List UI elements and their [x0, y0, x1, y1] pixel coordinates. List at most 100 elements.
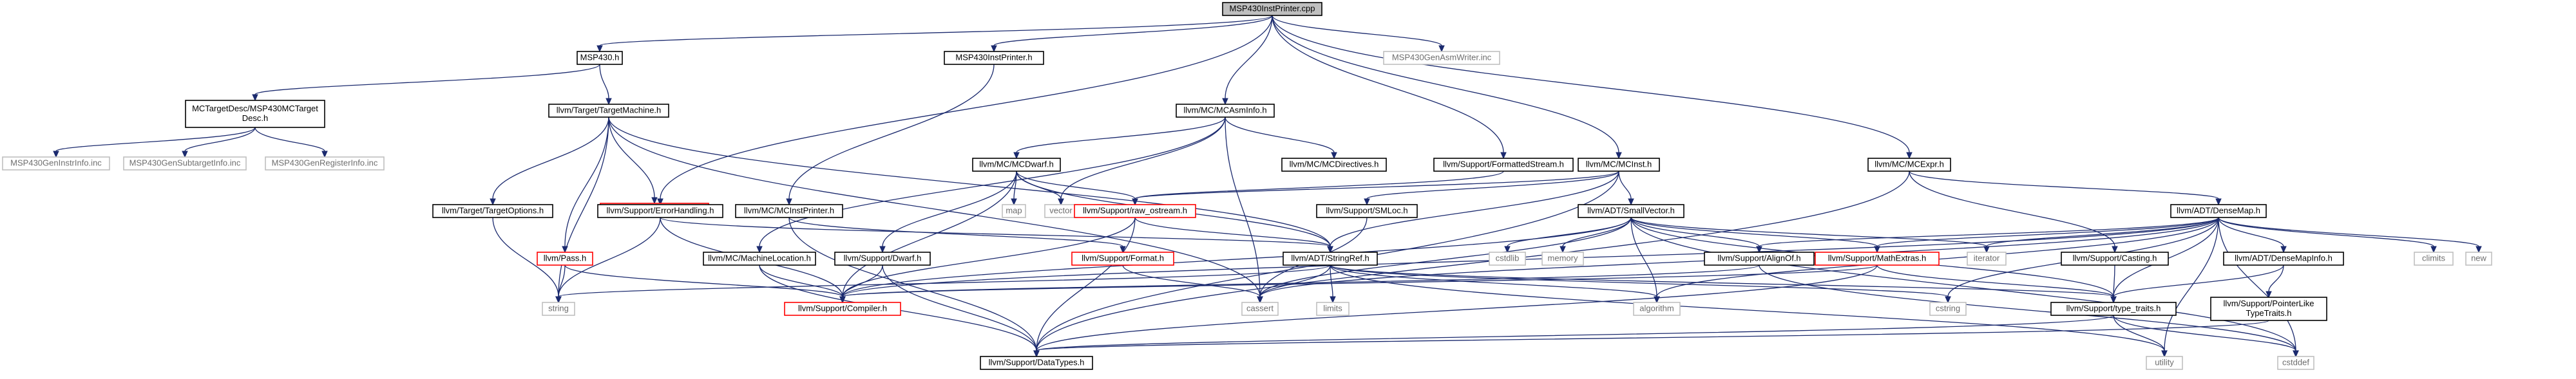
node-alignof[interactable]: llvm/Support/AlignOf.h [1704, 252, 1815, 266]
node-box [1176, 104, 1275, 118]
node-mathextras[interactable]: llvm/Support/MathExtras.h [1815, 252, 1940, 266]
edge-mcinstprinter-to-datatypes [788, 217, 1040, 358]
node-box [1489, 252, 1526, 266]
node-mcasminfo[interactable]: llvm/MC/MCAsmInfo.h [1176, 104, 1275, 118]
node-smallvector[interactable]: llvm/ADT/SmallVector.h [1578, 204, 1684, 218]
node-targetmachine[interactable]: llvm/Target/TargetMachine.h [548, 104, 669, 118]
edge-stringref-to-limits [1330, 264, 1336, 304]
edge-densemapinfo-to-pointerlike [2266, 264, 2284, 299]
node-casting[interactable]: llvm/Support/Casting.h [2061, 252, 2169, 266]
node-root[interactable]: MSP430InstPrinter.cpp [1222, 2, 1322, 16]
node-pass[interactable]: llvm/Pass.h [537, 252, 593, 266]
node-rawostream[interactable]: llvm/Support/raw_ostream.h [1074, 204, 1196, 218]
node-label: llvm/MC/MCExpr.h [1875, 159, 1944, 169]
node-errorhandling[interactable]: llvm/Support/ErrorHandling.h [597, 204, 723, 218]
node-label: llvm/Support/type_traits.h [2066, 303, 2161, 313]
node-box [1241, 302, 1279, 316]
node-box [548, 104, 669, 118]
edge-rawostream-to-stringref [1134, 217, 1333, 254]
node-datatypes[interactable]: llvm/Support/DataTypes.h [980, 356, 1093, 370]
node-label: llvm/Support/Casting.h [2073, 253, 2157, 263]
node-label: llvm/MC/MCDwarf.h [979, 159, 1054, 169]
node-box [2414, 252, 2454, 266]
edge-root-to-formattedstream [1272, 15, 1507, 160]
node-label: new [2471, 253, 2486, 263]
node-formattedstream[interactable]: llvm/Support/FormattedStream.h [1433, 158, 1574, 172]
node-box [834, 252, 931, 266]
node-label: llvm/MC/MachineLocation.h [708, 253, 811, 263]
node-limits: limits [1316, 302, 1350, 316]
node-registerinc: MSP430GenRegisterInfo.inc [265, 156, 385, 171]
node-box [1002, 204, 1026, 218]
edge-msp430h-to-targetmachine [599, 64, 612, 106]
node-smloc[interactable]: llvm/Support/SMLoc.h [1316, 204, 1418, 218]
node-cstddef: cstddef [2277, 356, 2314, 370]
node-mcdwarf[interactable]: llvm/MC/MCDwarf.h [972, 158, 1061, 172]
node-label: Desc.h [242, 113, 268, 123]
node-mcexpr[interactable]: llvm/MC/MCExpr.h [1867, 158, 1951, 172]
node-dwarf[interactable]: llvm/Support/Dwarf.h [834, 252, 931, 266]
node-mcinst[interactable]: llvm/MC/MCInst.h [1578, 158, 1660, 172]
edge-mcinst-to-smloc [1364, 171, 1619, 206]
node-box [2, 156, 110, 171]
edge-root-to-mcinst [1272, 15, 1622, 160]
node-label: llvm/Support/DataTypes.h [989, 357, 1085, 367]
node-label: llvm/Support/Dwarf.h [844, 253, 922, 263]
node-label: MSP430InstPrinter.h [955, 52, 1032, 62]
node-box [784, 302, 901, 316]
node-box [1967, 252, 2007, 266]
node-label: llvm/ADT/StringRef.h [1291, 253, 1369, 263]
node-box [1867, 158, 1951, 172]
node-mcinstprinter[interactable]: llvm/MC/MCInstPrinter.h [735, 204, 843, 218]
node-mcdirectives[interactable]: llvm/MC/MCDirectives.h [1281, 158, 1387, 172]
node-label: llvm/MC/MCAsmInfo.h [1183, 105, 1266, 115]
node-densemap[interactable]: llvm/ADT/DenseMap.h [2170, 204, 2267, 218]
node-instprinterh[interactable]: MSP430InstPrinter.h [944, 51, 1044, 65]
node-label: llvm/Support/PointerLike [2224, 299, 2314, 308]
edge-smallvector-to-iterator [1630, 217, 1990, 254]
edge-densemap-to-new [2218, 217, 2482, 254]
node-typetraits[interactable]: llvm/Support/type_traits.h [2050, 302, 2177, 316]
node-stringref[interactable]: llvm/ADT/StringRef.h [1283, 252, 1378, 266]
edge-mcdwarf-to-dwarf [879, 171, 1017, 254]
node-msp430h[interactable]: MSP430.h [577, 51, 623, 65]
edge-root-to-instprinterh [991, 15, 1273, 53]
edge-layer [53, 15, 2482, 358]
node-densemapinfo[interactable]: llvm/ADT/DenseMapInfo.h [2223, 252, 2344, 266]
node-label: llvm/Support/Compiler.h [798, 303, 887, 313]
node-utility: utility [2146, 356, 2183, 370]
node-compiler[interactable]: llvm/Support/Compiler.h [784, 302, 901, 316]
edge-mcdwarf-to-compiler [839, 171, 1017, 304]
edge-densemapinfo-to-typetraits [2110, 264, 2284, 304]
node-label: llvm/ADT/SmallVector.h [1587, 205, 1675, 215]
node-box [735, 204, 843, 218]
node-map: map [1002, 204, 1026, 218]
edge-pointerlike-to-datatypes [1033, 320, 2269, 358]
node-format[interactable]: llvm/Support/Format.h [1071, 252, 1174, 266]
edge-typetraits-to-cstddef [2113, 315, 2299, 358]
node-label: llvm/Support/ErrorHandling.h [607, 205, 714, 215]
node-label: MSP430GenSubtargetInfo.inc [129, 158, 241, 167]
edge-targetmachine-to-pass [562, 116, 609, 254]
edge-root-to-mcasminfo [1222, 15, 1273, 106]
edge-root-to-asmwriterinc [1272, 15, 1445, 53]
node-box [1283, 252, 1378, 266]
node-box [2277, 356, 2314, 370]
node-climits: climits [2414, 252, 2454, 266]
node-box [2210, 297, 2327, 321]
node-box [1578, 158, 1660, 172]
node-box [2050, 302, 2177, 316]
node-box [1074, 204, 1196, 218]
node-box [597, 204, 723, 218]
node-label: llvm/Support/AlignOf.h [1717, 253, 1800, 263]
node-label: llvm/ADT/DenseMapInfo.h [2235, 253, 2333, 263]
node-targetoptions[interactable]: llvm/Target/TargetOptions.h [432, 204, 553, 218]
node-label: llvm/Support/MathExtras.h [1828, 253, 1926, 263]
node-label: llvm/ADT/DenseMap.h [2177, 205, 2260, 215]
node-machinelocation[interactable]: llvm/MC/MachineLocation.h [703, 252, 816, 266]
node-box [1383, 51, 1500, 65]
edge-root-to-msp430h [596, 15, 1273, 53]
edge-mcasminfo-to-vector [1058, 116, 1226, 206]
